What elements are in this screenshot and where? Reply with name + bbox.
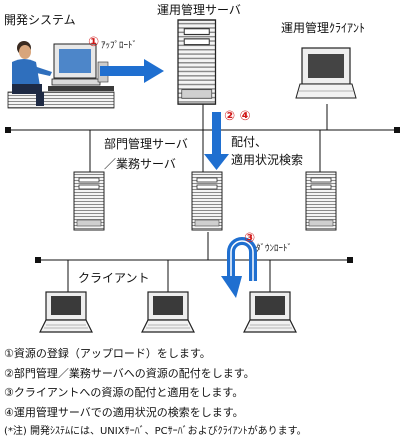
admin-client-icon — [295, 47, 357, 99]
client-laptop-2-icon — [141, 291, 195, 333]
dept-server-label-line1: 部門管理サーバ — [104, 137, 188, 151]
download-arrow — [221, 237, 257, 298]
client-laptop-3-icon — [243, 291, 297, 333]
network-upper — [5, 104, 400, 172]
admin-server-label: 運用管理サーバ — [157, 3, 241, 17]
client-label: クライアント — [78, 271, 150, 285]
step-2-4-marker: ② ④ — [224, 109, 251, 124]
upload-arrow — [100, 59, 164, 83]
note-footnote: (*注) 開発ｼｽﾃﾑには、UNIXｻｰﾊﾞ、PCｻｰﾊﾞおよびｸﾗｲｱﾝﾄがあ… — [4, 426, 307, 437]
admin-server-icon — [177, 19, 217, 105]
note-1: ①資源の登録（アップロード）をします。 — [4, 347, 211, 360]
status-search-label: 適用状況検索 — [231, 153, 304, 167]
download-label: ﾀﾞｳﾝﾛｰﾄﾞ — [256, 244, 293, 254]
developer-workstation-icon — [7, 41, 115, 109]
client-laptop-1-icon — [39, 291, 93, 333]
note-3: ③クライアントへの資源の配付と適用をします。 — [4, 386, 244, 399]
note-2: ②部門管理／業務サーバへの資源の配付をします。 — [4, 366, 255, 380]
distribute-arrow — [204, 112, 229, 170]
dept-server-1-icon — [73, 171, 105, 231]
dept-server-2-icon — [191, 171, 223, 231]
step-3-marker: ③ — [244, 231, 256, 246]
upload-label: ｱｯﾌﾟﾛｰﾄﾞ — [101, 41, 138, 51]
dept-server-label-line2: ／業務サーバ — [104, 157, 176, 171]
admin-client-label: 運用管理ｸﾗｲｱﾝﾄ — [281, 21, 366, 35]
note-4: ④運用管理サーバでの適用状況の検索をします。 — [4, 405, 244, 419]
step-1-marker: ① — [88, 35, 100, 50]
notes-list: ①資源の登録（アップロード）をします。 ②部門管理／業務サーバへの資源の配付をし… — [4, 344, 307, 442]
dev-system-label: 開発システム — [4, 13, 76, 27]
network-lower — [35, 232, 353, 292]
dept-server-3-icon — [305, 171, 337, 231]
distribute-label: 配付、 — [231, 135, 268, 149]
